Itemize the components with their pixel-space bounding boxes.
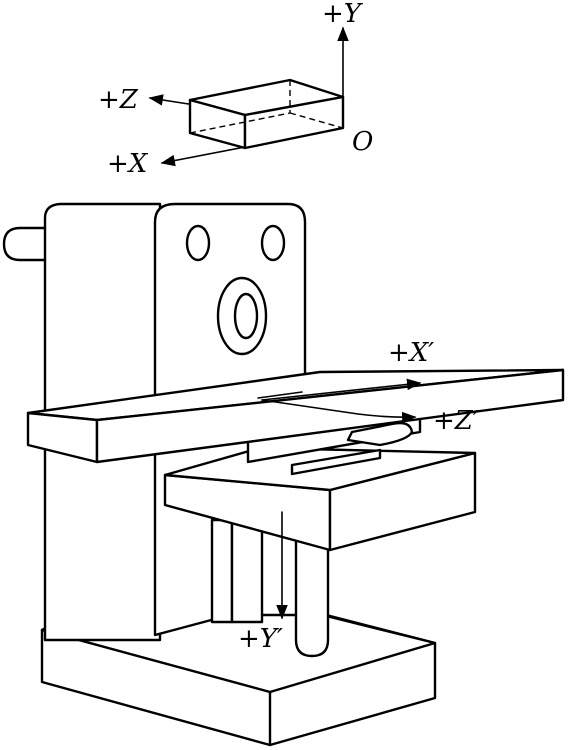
spindle-outer-ring <box>216 276 268 356</box>
z-prime-axis-arrow <box>261 399 417 424</box>
origin-label: O <box>352 127 373 157</box>
x-prime-axis-arrow <box>261 378 422 401</box>
spindle-inner-ring <box>233 292 259 340</box>
plus-y-prime-label: +Y′ <box>238 624 283 654</box>
worktable <box>26 368 565 464</box>
upper-right-hole <box>260 224 286 262</box>
plus-x-label: +X <box>107 149 149 179</box>
plus-z-label: +Z <box>98 85 139 115</box>
milling-machine: +X′ +Z′ +Y′ <box>2 202 565 747</box>
plus-y-label: +Y <box>322 0 364 29</box>
plus-z-prime-label: +Z′ <box>433 406 479 436</box>
upper-left-hole <box>185 224 211 262</box>
reference-coordinate-system: +Y +Z +X O <box>98 0 373 179</box>
reference-block <box>188 78 345 150</box>
plus-x-prime-label: +X′ <box>388 338 434 368</box>
